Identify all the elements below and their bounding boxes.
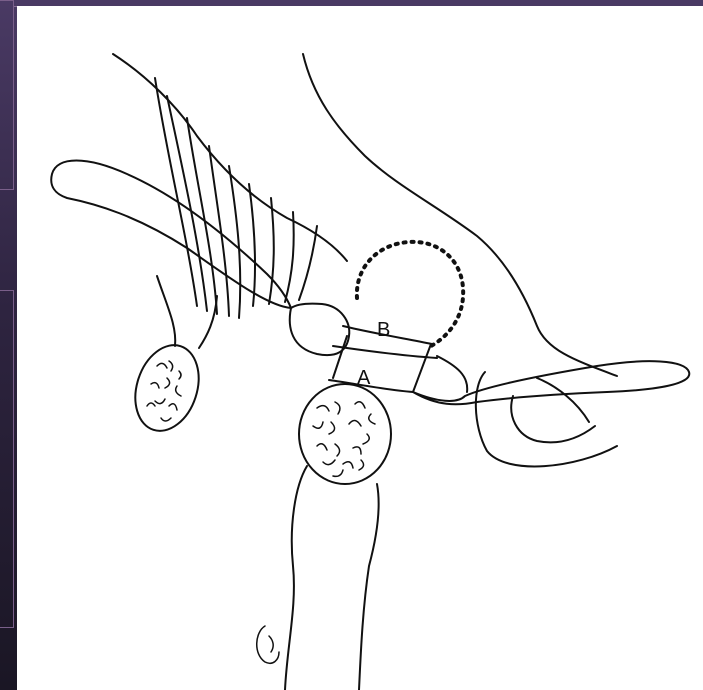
fibre-bundle-left [157, 276, 175, 346]
fibre-8 [285, 212, 294, 302]
large-oval-cross-section [299, 384, 391, 484]
joint-diagram: B A [17, 6, 703, 690]
joint-box-right [413, 344, 431, 392]
large-oval-texture [313, 402, 375, 477]
hook-tip [537, 378, 589, 422]
label-a: A [357, 367, 371, 389]
small-oval-texture [147, 361, 181, 421]
fibre-fan-border [113, 54, 347, 261]
right-process-inner [437, 356, 467, 392]
hook-inner [511, 396, 595, 442]
artist-signature-mark [257, 626, 279, 663]
fibre-9 [299, 226, 317, 300]
fibre-bundle-right [199, 296, 217, 348]
small-oval-cross-section [125, 337, 209, 439]
label-b: B [377, 319, 390, 341]
band-lower-edge [333, 346, 437, 358]
fibre-7 [269, 198, 274, 304]
left-panel-edge-top [0, 0, 14, 190]
shaft-right-edge [359, 484, 379, 690]
joint-box-bottom [329, 380, 413, 392]
shaft-left-edge [285, 466, 307, 690]
fibre-6 [249, 184, 255, 306]
joint-box-left [333, 336, 347, 378]
dotted-circle [357, 242, 463, 346]
left-panel-edge-bottom [0, 290, 14, 628]
anatomical-figure-panel: B A [17, 6, 703, 690]
